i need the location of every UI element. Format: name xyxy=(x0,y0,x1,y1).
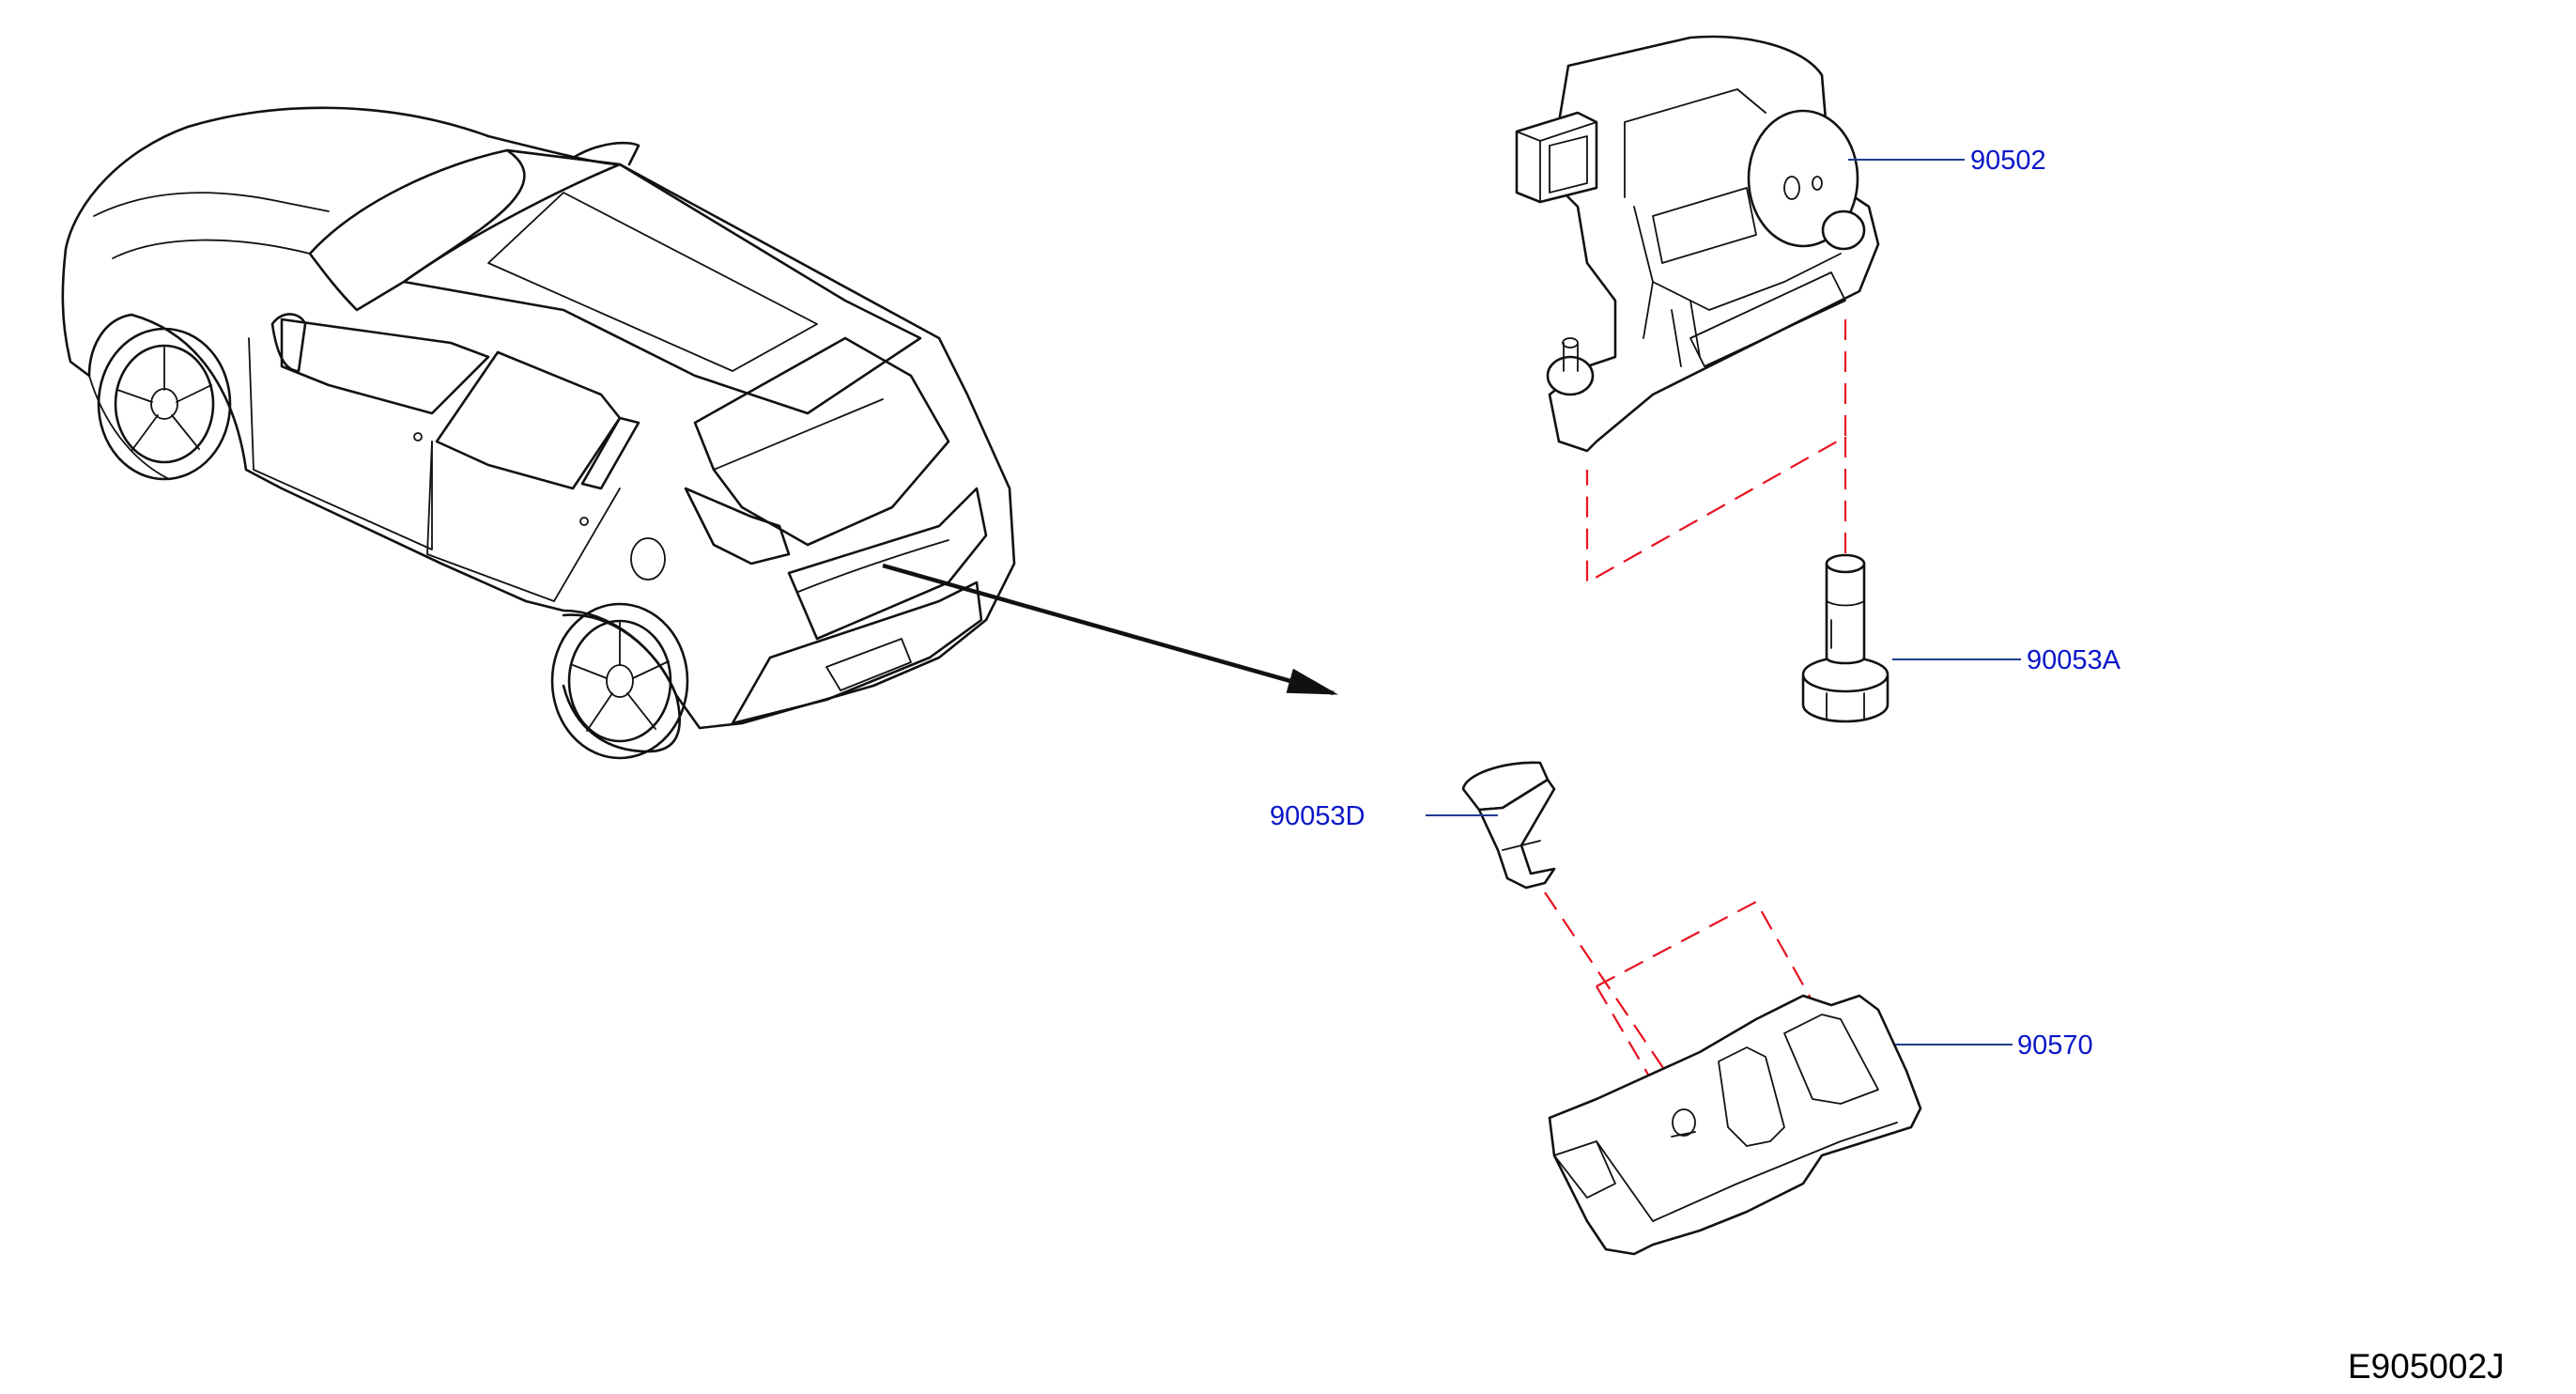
callout-90502: 90502 xyxy=(1848,146,2046,176)
assembly-guide-upper xyxy=(1585,319,1847,584)
callout-90053A: 90053A xyxy=(1892,645,2121,675)
part-90570-illustration xyxy=(1548,994,1922,1256)
part-label-90570: 90570 xyxy=(2017,1030,2093,1061)
part-label-90053A: 90053A xyxy=(2027,645,2121,675)
diagram-code: E905002J xyxy=(2348,1347,2505,1386)
vehicle-illustration xyxy=(61,106,1016,760)
location-arrow xyxy=(882,563,1339,696)
part-label-90502: 90502 xyxy=(1970,146,2046,176)
part-90502-illustration xyxy=(1515,35,1880,453)
callout-90570: 90570 xyxy=(1895,1030,2093,1061)
part-90053A-illustration xyxy=(1801,553,1890,723)
rear-wheel xyxy=(550,602,689,760)
callout-90053D: 90053D xyxy=(1270,801,1498,831)
front-wheel xyxy=(97,327,232,481)
part-label-90053D: 90053D xyxy=(1270,801,1365,831)
part-90053D-illustration xyxy=(1461,761,1556,890)
